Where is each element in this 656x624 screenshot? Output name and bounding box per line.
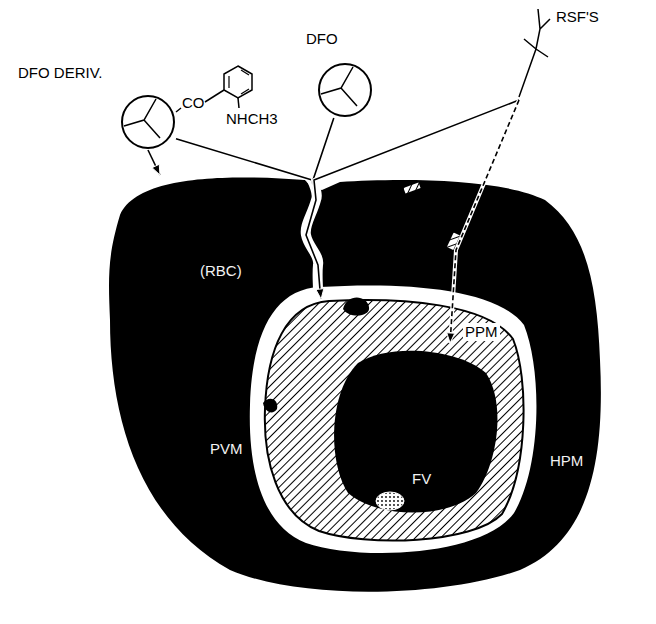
parasitophorous-vacuole: PVMPPMFV [250,285,540,560]
connector-arrow [148,150,160,175]
connector-halo [176,139,321,299]
chemical-label: NHCH3 [226,110,278,128]
node-label: HPM [550,452,583,470]
arrow-head [316,289,324,299]
connector-line [450,100,519,343]
connector-arrow [306,100,519,299]
node-label: RSF'S [556,8,599,26]
double-bond [228,76,229,88]
drug-molecule: DFO [317,62,373,118]
node-label: PVM [210,440,243,458]
arrow-head [447,333,455,343]
connector-line [148,150,160,175]
connector-halo [450,100,519,343]
rsf-fibers: RSF'S [510,5,600,100]
drug-molecule-outline [317,62,373,118]
double-bond [241,70,249,75]
node-label: FV [412,470,431,488]
red-blood-cell: (RBC) HPM PVM PPM FV [108,175,603,600]
drug-molecule-outline [120,94,176,150]
food-vacuole-outline [328,343,500,515]
parasite-body: PPM FV [263,299,527,545]
connector-halo [148,150,160,175]
node-label: PPM [463,323,500,341]
arrow-head [152,164,160,175]
connector-arrow [447,100,519,343]
chemical-label: CO [182,94,205,112]
bond-line [238,98,239,108]
food-vacuole: FV [328,343,500,515]
benzene-ring [224,66,252,98]
connector-line [176,139,321,299]
connector-line [306,100,519,299]
node-label: (RBC) [200,262,242,280]
connector-halo [306,100,519,299]
node-label: DFO [306,30,338,48]
connector-arrow [176,139,324,299]
bond-line [205,90,224,102]
bond-line [176,108,181,112]
drug-molecule: DFO DERIV. [120,94,176,150]
double-bond [241,89,249,94]
node-label: DFO DERIV. [18,64,102,82]
